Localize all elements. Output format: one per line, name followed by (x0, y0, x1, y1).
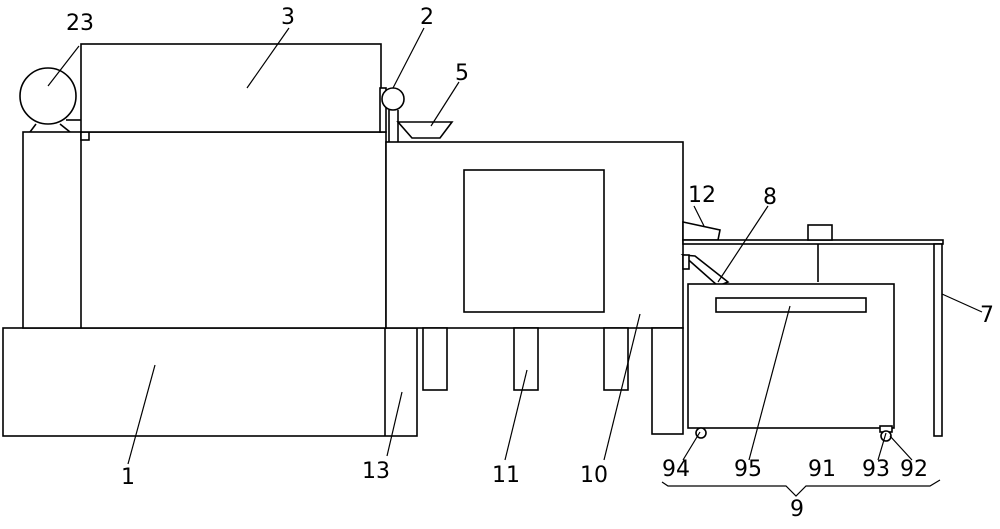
outlet-12 (683, 222, 720, 240)
top-box-3 (81, 44, 381, 132)
leg-11-b (514, 328, 538, 390)
bracket-9 (662, 480, 940, 496)
label-10: 10 (580, 463, 608, 488)
label-92: 92 (900, 457, 928, 482)
label-1: 1 (121, 465, 135, 490)
motor-23 (20, 68, 76, 124)
label-9: 9 (790, 497, 804, 522)
motor-leg-right (60, 124, 70, 132)
leader-7 (942, 294, 982, 312)
label-23: 23 (66, 11, 94, 36)
leader-2 (393, 28, 424, 88)
small-bracket (81, 132, 89, 140)
label-94: 94 (662, 457, 690, 482)
label-7: 7 (980, 303, 994, 328)
handle-95 (716, 298, 866, 312)
hopper-5 (398, 122, 452, 138)
motor-leg-left (30, 124, 36, 132)
label-5: 5 (455, 61, 469, 86)
wheel-92 (881, 431, 891, 441)
base-1 (3, 328, 417, 436)
label-13: 13 (362, 459, 390, 484)
leg-11-a (423, 328, 447, 390)
label-12: 12 (688, 183, 716, 208)
main-housing (23, 132, 386, 328)
chamber-window (464, 170, 604, 312)
label-93: 93 (862, 457, 890, 482)
support-post (652, 328, 683, 434)
pulley-2 (382, 88, 404, 110)
chute-mount (683, 255, 689, 269)
label-8: 8 (763, 185, 777, 210)
leader-12 (694, 206, 704, 226)
label-3: 3 (281, 5, 295, 30)
label-91: 91 (808, 457, 836, 482)
leader-94 (683, 432, 700, 460)
table-leg-7 (934, 244, 942, 436)
label-2: 2 (420, 5, 434, 30)
leader-5 (431, 82, 459, 126)
label-11: 11 (492, 463, 520, 488)
label-95: 95 (734, 457, 762, 482)
leg-11-c (604, 328, 628, 390)
conveyor-block (808, 225, 832, 240)
